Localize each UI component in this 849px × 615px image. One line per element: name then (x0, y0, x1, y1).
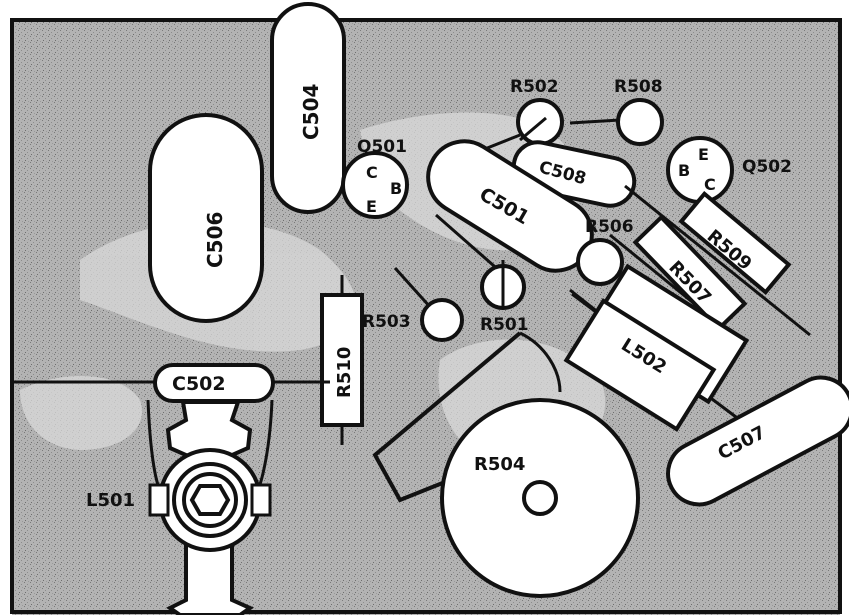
q502-pin-c: C (704, 175, 716, 194)
c504-label: C504 (299, 84, 323, 140)
potentiometer-r504: R504 (372, 331, 640, 598)
r508-top-label: R508 (614, 77, 663, 97)
r504-label: R504 (474, 454, 525, 475)
c502-label: C502 (172, 373, 226, 395)
q501-pin-c: C (366, 163, 378, 182)
capacitor-c506: C506 (148, 113, 264, 323)
inductor-l502: L502 (563, 263, 750, 432)
q502-pin-b: B (678, 161, 690, 180)
r506-label: R506 (585, 217, 634, 237)
resistor-r501: R501 (480, 260, 529, 335)
r503-label: R503 (362, 312, 411, 332)
r501-label: R501 (480, 315, 529, 335)
q501-pin-b: B (390, 179, 402, 198)
resistor-r503: R503 (362, 266, 464, 342)
r510-label: R510 (334, 347, 355, 398)
resistor-r510: R510 (320, 275, 364, 445)
capacitor-c504: C504 (270, 2, 346, 214)
q502-pin-e: E (698, 145, 709, 164)
transistor-q502: Q502 B E C (666, 136, 792, 204)
board-border (10, 18, 842, 614)
capacitor-c507: C507 (666, 375, 849, 507)
capacitor-c502: C502 (14, 363, 330, 403)
capacitor-c501: C501 (426, 139, 594, 273)
r502-label: R502 (510, 77, 559, 97)
q502-label: Q502 (742, 157, 792, 177)
q501-label: Q501 (357, 137, 407, 157)
transistor-q501: Q501 C B E (341, 137, 409, 219)
resistor-r508-top: R508 (569, 77, 664, 146)
resistor-r507: R507 (609, 214, 748, 347)
c506-label: C506 (203, 212, 227, 268)
q501-pin-e: E (366, 197, 377, 216)
l501-label: L501 (86, 490, 135, 511)
inductor-l501: L501 (86, 399, 274, 615)
resistor-r502: R502 (510, 77, 564, 146)
